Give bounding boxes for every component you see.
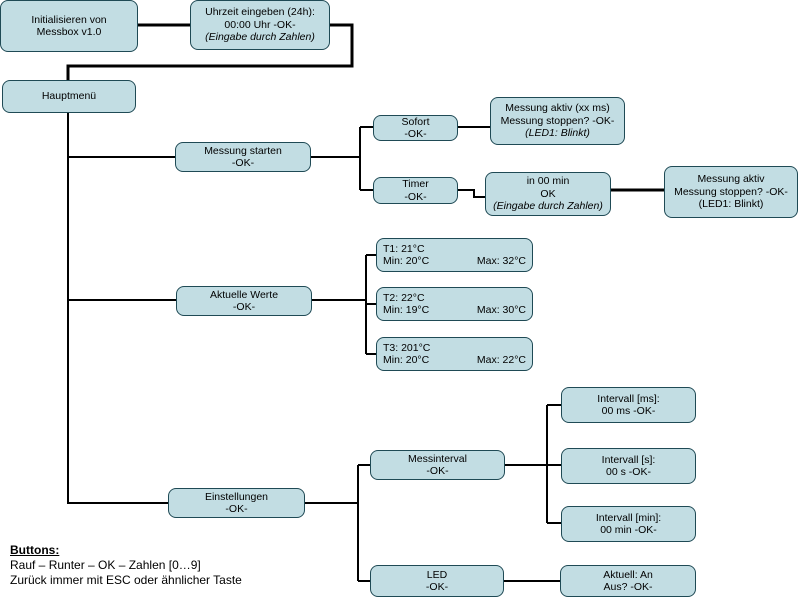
messung-aktiv-1-line-3: (LED1: Blinkt) (525, 127, 590, 140)
messinterval-line-1: Messinterval (408, 452, 467, 465)
t3-max: Max: 22°C (476, 354, 526, 366)
sofort-line-1: Sofort (401, 115, 430, 128)
hauptmenu-node: Hauptmenü (2, 80, 136, 113)
sofort-node: Sofort -OK- (373, 115, 458, 141)
intervall-min-node: Intervall [min]: 00 min -OK- (561, 506, 696, 542)
t2-minmax-row: Min: 19°C Max: 30°C (383, 304, 526, 317)
thick-connectors (66, 23, 664, 192)
led-node: LED -OK- (370, 565, 504, 597)
aktuell-line-1: Aktuell: An (603, 568, 653, 581)
einstellungen-line-1: Einstellungen (204, 490, 269, 503)
t1-minmax-row: Min: 20°C Max: 32°C (383, 255, 526, 268)
connector-uhrzeit-hauptmenu (66, 23, 354, 80)
messinterval-node: Messinterval -OK- (370, 450, 505, 480)
aktuell-line-2: Aus? -OK- (603, 581, 653, 593)
hauptmenu-label: Hauptmenü (41, 90, 97, 103)
t2-node: T2: 22°C Min: 19°C Max: 30°C (376, 287, 533, 321)
t1-title: T1: 21°C (383, 242, 425, 255)
t3-node: T3: 201°C Min: 20°C Max: 22°C (376, 337, 533, 371)
intervall-s-line-2: 00 s -OK- (606, 466, 651, 478)
t1-node: T1: 21°C Min: 20°C Max: 32°C (376, 238, 533, 272)
connector-hauptmenu-trunk (67, 113, 168, 504)
t1-min: Min: 20°C (383, 255, 430, 267)
t3-min: Min: 20°C (383, 354, 430, 366)
messung-aktiv-2-line-2: Messung stoppen? -OK- (674, 185, 788, 198)
led-line-2: -OK- (425, 581, 449, 593)
connector-timer-inmin (458, 189, 485, 198)
thin-connectors (67, 113, 561, 582)
messung-aktiv-timer-node: Messung aktiv Messung stoppen? -OK- (LED… (664, 166, 798, 218)
aktuelle-werte-line-2: -OK- (232, 301, 256, 313)
intervall-ms-node: Intervall [ms]: 00 ms -OK- (561, 387, 696, 423)
timer-line-1: Timer (402, 178, 429, 190)
intervall-ms-line-2: 00 ms -OK- (601, 405, 656, 417)
messung-starten-node: Messung starten -OK- (175, 142, 311, 172)
t3-title: T3: 201°C (383, 341, 431, 354)
sofort-line-2: -OK- (404, 128, 427, 140)
messung-aktiv-2-line-1: Messung aktiv (697, 173, 765, 186)
uhrzeit-line-1: Uhrzeit eingeben (24h): (205, 6, 315, 19)
t3-minmax-row: Min: 20°C Max: 22°C (383, 354, 526, 367)
messung-aktiv-sofort-node: Messung aktiv (xx ms) Messung stoppen? -… (490, 97, 625, 145)
in-min-line-1: in 00 min (526, 175, 570, 188)
led-line-1: LED (426, 568, 448, 581)
legend-line-2: Zurück immer mit ESC oder ähnlicher Tast… (10, 573, 242, 587)
messung-starten-line-1: Messung starten (204, 144, 282, 157)
intervall-min-line-2: 00 min -OK- (600, 524, 657, 536)
intervall-s-node: Intervall [s]: 00 s -OK- (561, 448, 696, 484)
aktuell-node: Aktuell: An Aus? -OK- (560, 565, 696, 597)
messinterval-line-2: -OK- (426, 465, 449, 477)
uhrzeit-line-3: (Eingabe durch Zahlen) (205, 31, 315, 44)
legend-heading: Buttons: (10, 543, 60, 557)
timer-node: Timer -OK- (373, 177, 458, 204)
in-min-node: in 00 min OK (Eingabe durch Zahlen) (485, 172, 611, 216)
uhrzeit-node: Uhrzeit eingeben (24h): 00:00 Uhr -OK- (… (190, 0, 330, 50)
in-min-line-3: (Eingabe durch Zahlen) (493, 200, 603, 213)
einstellungen-node: Einstellungen -OK- (168, 488, 305, 518)
t2-min: Min: 19°C (383, 304, 430, 316)
timer-line-2: -OK- (404, 190, 427, 203)
legend-line-1: Rauf – Runter – OK – Zahlen [0…9] (10, 558, 201, 572)
in-min-line-2: OK (540, 187, 556, 200)
messung-aktiv-1-line-2: Messung stoppen? -OK- (500, 114, 615, 127)
einstellungen-line-2: -OK- (225, 503, 248, 515)
messung-aktiv-2-line-3: (LED1: Blinkt) (698, 198, 764, 211)
aktuelle-werte-node: Aktuelle Werte -OK- (176, 286, 312, 316)
uhrzeit-line-2: 00:00 Uhr -OK- (224, 18, 296, 31)
aktuelle-werte-line-1: Aktuelle Werte (209, 288, 279, 301)
messung-aktiv-1-line-1: Messung aktiv (xx ms) (505, 102, 610, 115)
t2-title: T2: 22°C (383, 291, 425, 304)
init-node: Initialisieren von Messbox v1.0 (0, 0, 138, 52)
t2-max: Max: 30°C (476, 304, 526, 316)
t1-max: Max: 32°C (476, 255, 526, 267)
buttons-legend: Buttons: Rauf – Runter – OK – Zahlen [0…… (10, 543, 242, 588)
intervall-min-line-1: Intervall [min]: (595, 511, 662, 524)
intervall-ms-line-1: Intervall [ms]: (597, 392, 660, 405)
init-line-2: Messbox v1.0 (36, 26, 102, 38)
intervall-s-line-1: Intervall [s]: (601, 453, 656, 466)
init-line-1: Initialisieren von (31, 13, 107, 26)
messung-starten-line-2: -OK- (231, 157, 255, 169)
